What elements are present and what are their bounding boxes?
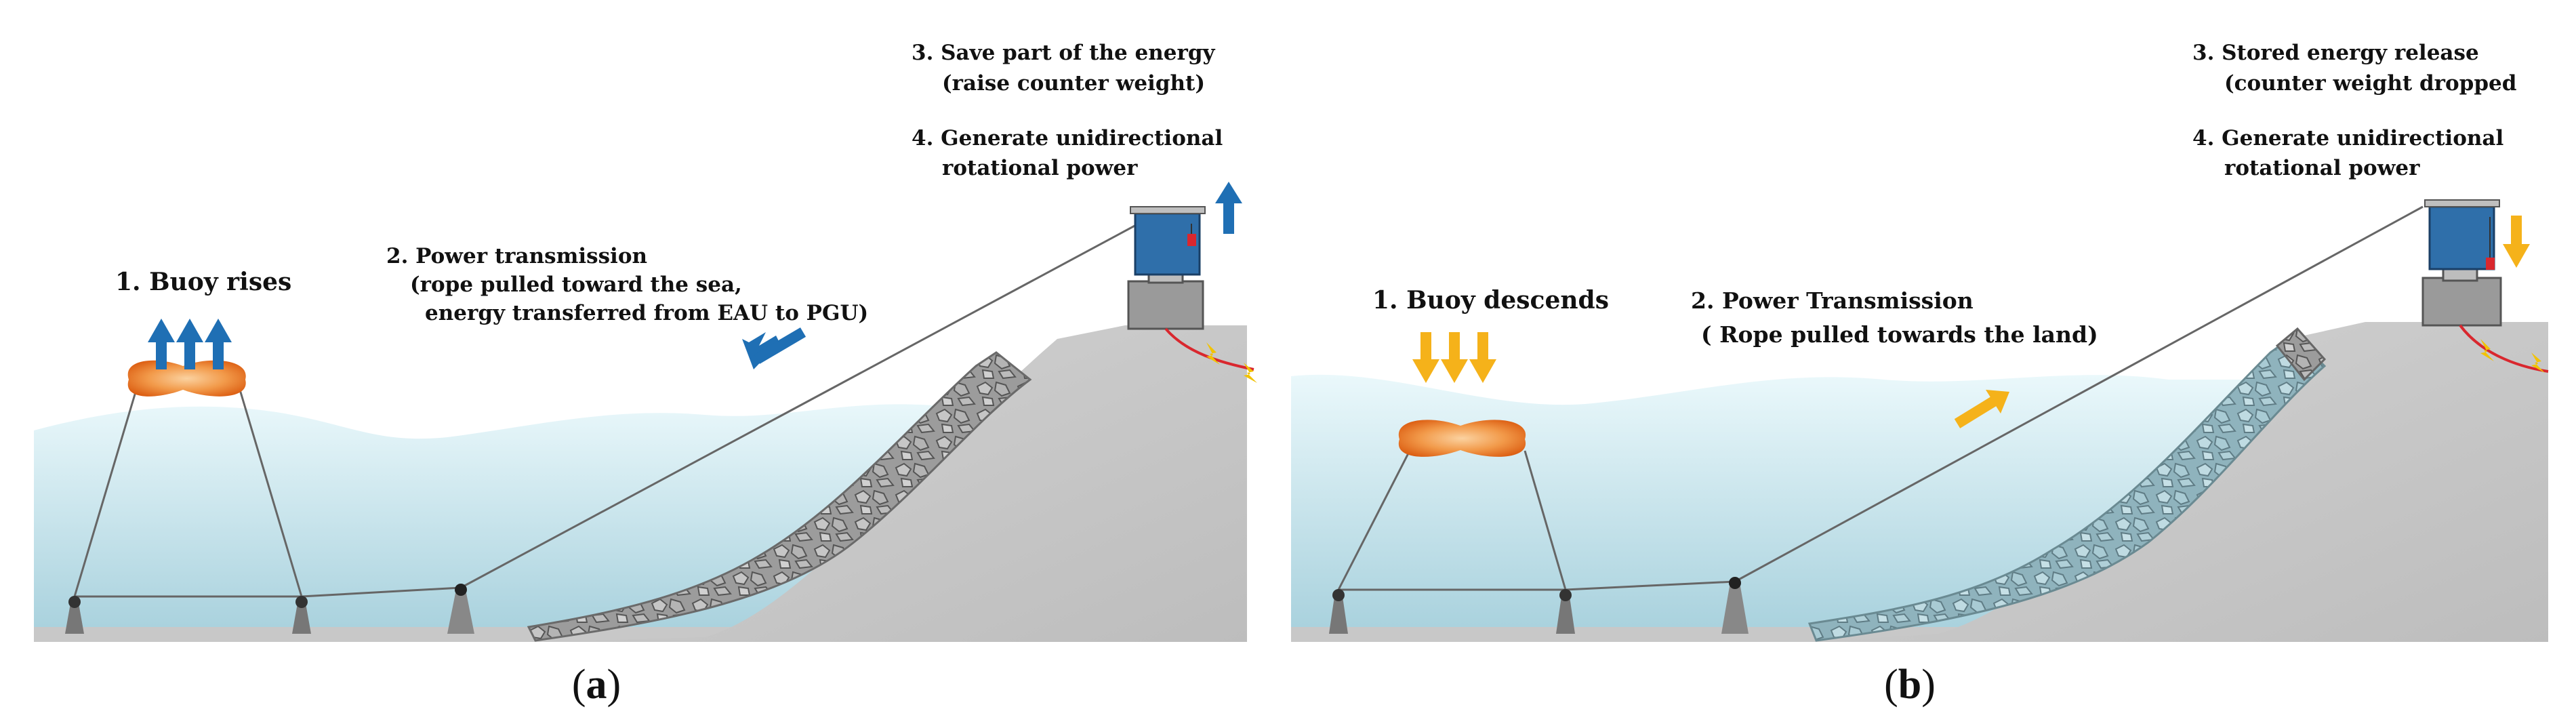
breakwater-rocks	[1807, 334, 2327, 642]
anchor-2	[292, 596, 311, 634]
label-step3-line1: 3. Stored energy release	[2192, 41, 2479, 65]
power-cable	[2459, 324, 2549, 373]
mooring-lines	[73, 222, 1139, 598]
panel-b: 1. Buoy descends 2. Power Transmission (…	[1291, 41, 2549, 708]
pgu-base	[2421, 277, 2502, 327]
caption-b-letter: b	[1898, 662, 1921, 708]
panel-a: 1. Buoy rises 2. Power transmission (rop…	[34, 41, 1257, 708]
anchor-2	[1556, 589, 1575, 634]
label-step4-line2: rotational power	[2224, 156, 2420, 180]
label-step3-line2: (counter weight dropped	[2224, 71, 2516, 96]
anchor-3	[1721, 577, 1749, 634]
rope-arrow-toward-land	[1954, 390, 2009, 428]
shore-slope	[529, 325, 1247, 642]
label-step4-line2: rotational power	[942, 156, 1138, 180]
counterweight-down-arrow	[2503, 216, 2530, 268]
breakwater-rocks-top	[2275, 327, 2327, 382]
mooring-lines	[1337, 205, 2424, 591]
anchor-1	[65, 596, 84, 634]
caption-a: (a)	[572, 662, 621, 708]
pgu-base	[1127, 280, 1204, 330]
anchor-1	[1329, 589, 1348, 634]
buoy	[127, 360, 246, 397]
counterweight	[2486, 258, 2495, 270]
pgu-box	[2428, 205, 2495, 270]
caption-b: (b)	[1884, 662, 1936, 708]
anchor-3	[447, 584, 474, 634]
label-transmission-line1: 2. Power Transmission	[1691, 287, 1974, 314]
rope-arrow-toward-sea	[742, 327, 806, 369]
pgu-station	[1127, 206, 1206, 330]
power-cable	[1164, 327, 1257, 383]
counterweight	[1187, 234, 1196, 246]
label-step4-line1: 4. Generate unidirectional	[2192, 126, 2503, 150]
label-transmission-line2: ( Rope pulled towards the land)	[1701, 321, 2098, 348]
label-step3-line2: (raise counter weight)	[942, 71, 1205, 96]
buoy-up-arrows	[148, 319, 232, 369]
buoy-down-arrows	[1412, 332, 1496, 383]
pgu-station	[2421, 199, 2502, 327]
breakwater-rocks	[527, 351, 1032, 642]
caption-a-open: (	[572, 662, 586, 708]
label-step3-line1: 3. Save part of the energy	[912, 41, 1216, 65]
caption-b-open: (	[1884, 662, 1898, 708]
buoy	[1398, 420, 1526, 457]
caption-a-close: )	[607, 662, 621, 708]
label-transmission-line3: energy transferred from EAU to PGU)	[425, 301, 868, 325]
caption-b-close: )	[1921, 662, 1936, 708]
label-buoy-rises: 1. Buoy rises	[115, 268, 291, 296]
label-transmission-line1: 2. Power transmission	[386, 244, 647, 268]
counterweight-up-arrow	[1215, 182, 1242, 234]
caption-a-letter: a	[586, 662, 607, 708]
label-transmission-line2: (rope pulled toward the sea,	[410, 272, 742, 297]
label-buoy-descends: 1. Buoy descends	[1372, 286, 1609, 315]
label-step4-line1: 4. Generate unidirectional	[912, 126, 1223, 150]
